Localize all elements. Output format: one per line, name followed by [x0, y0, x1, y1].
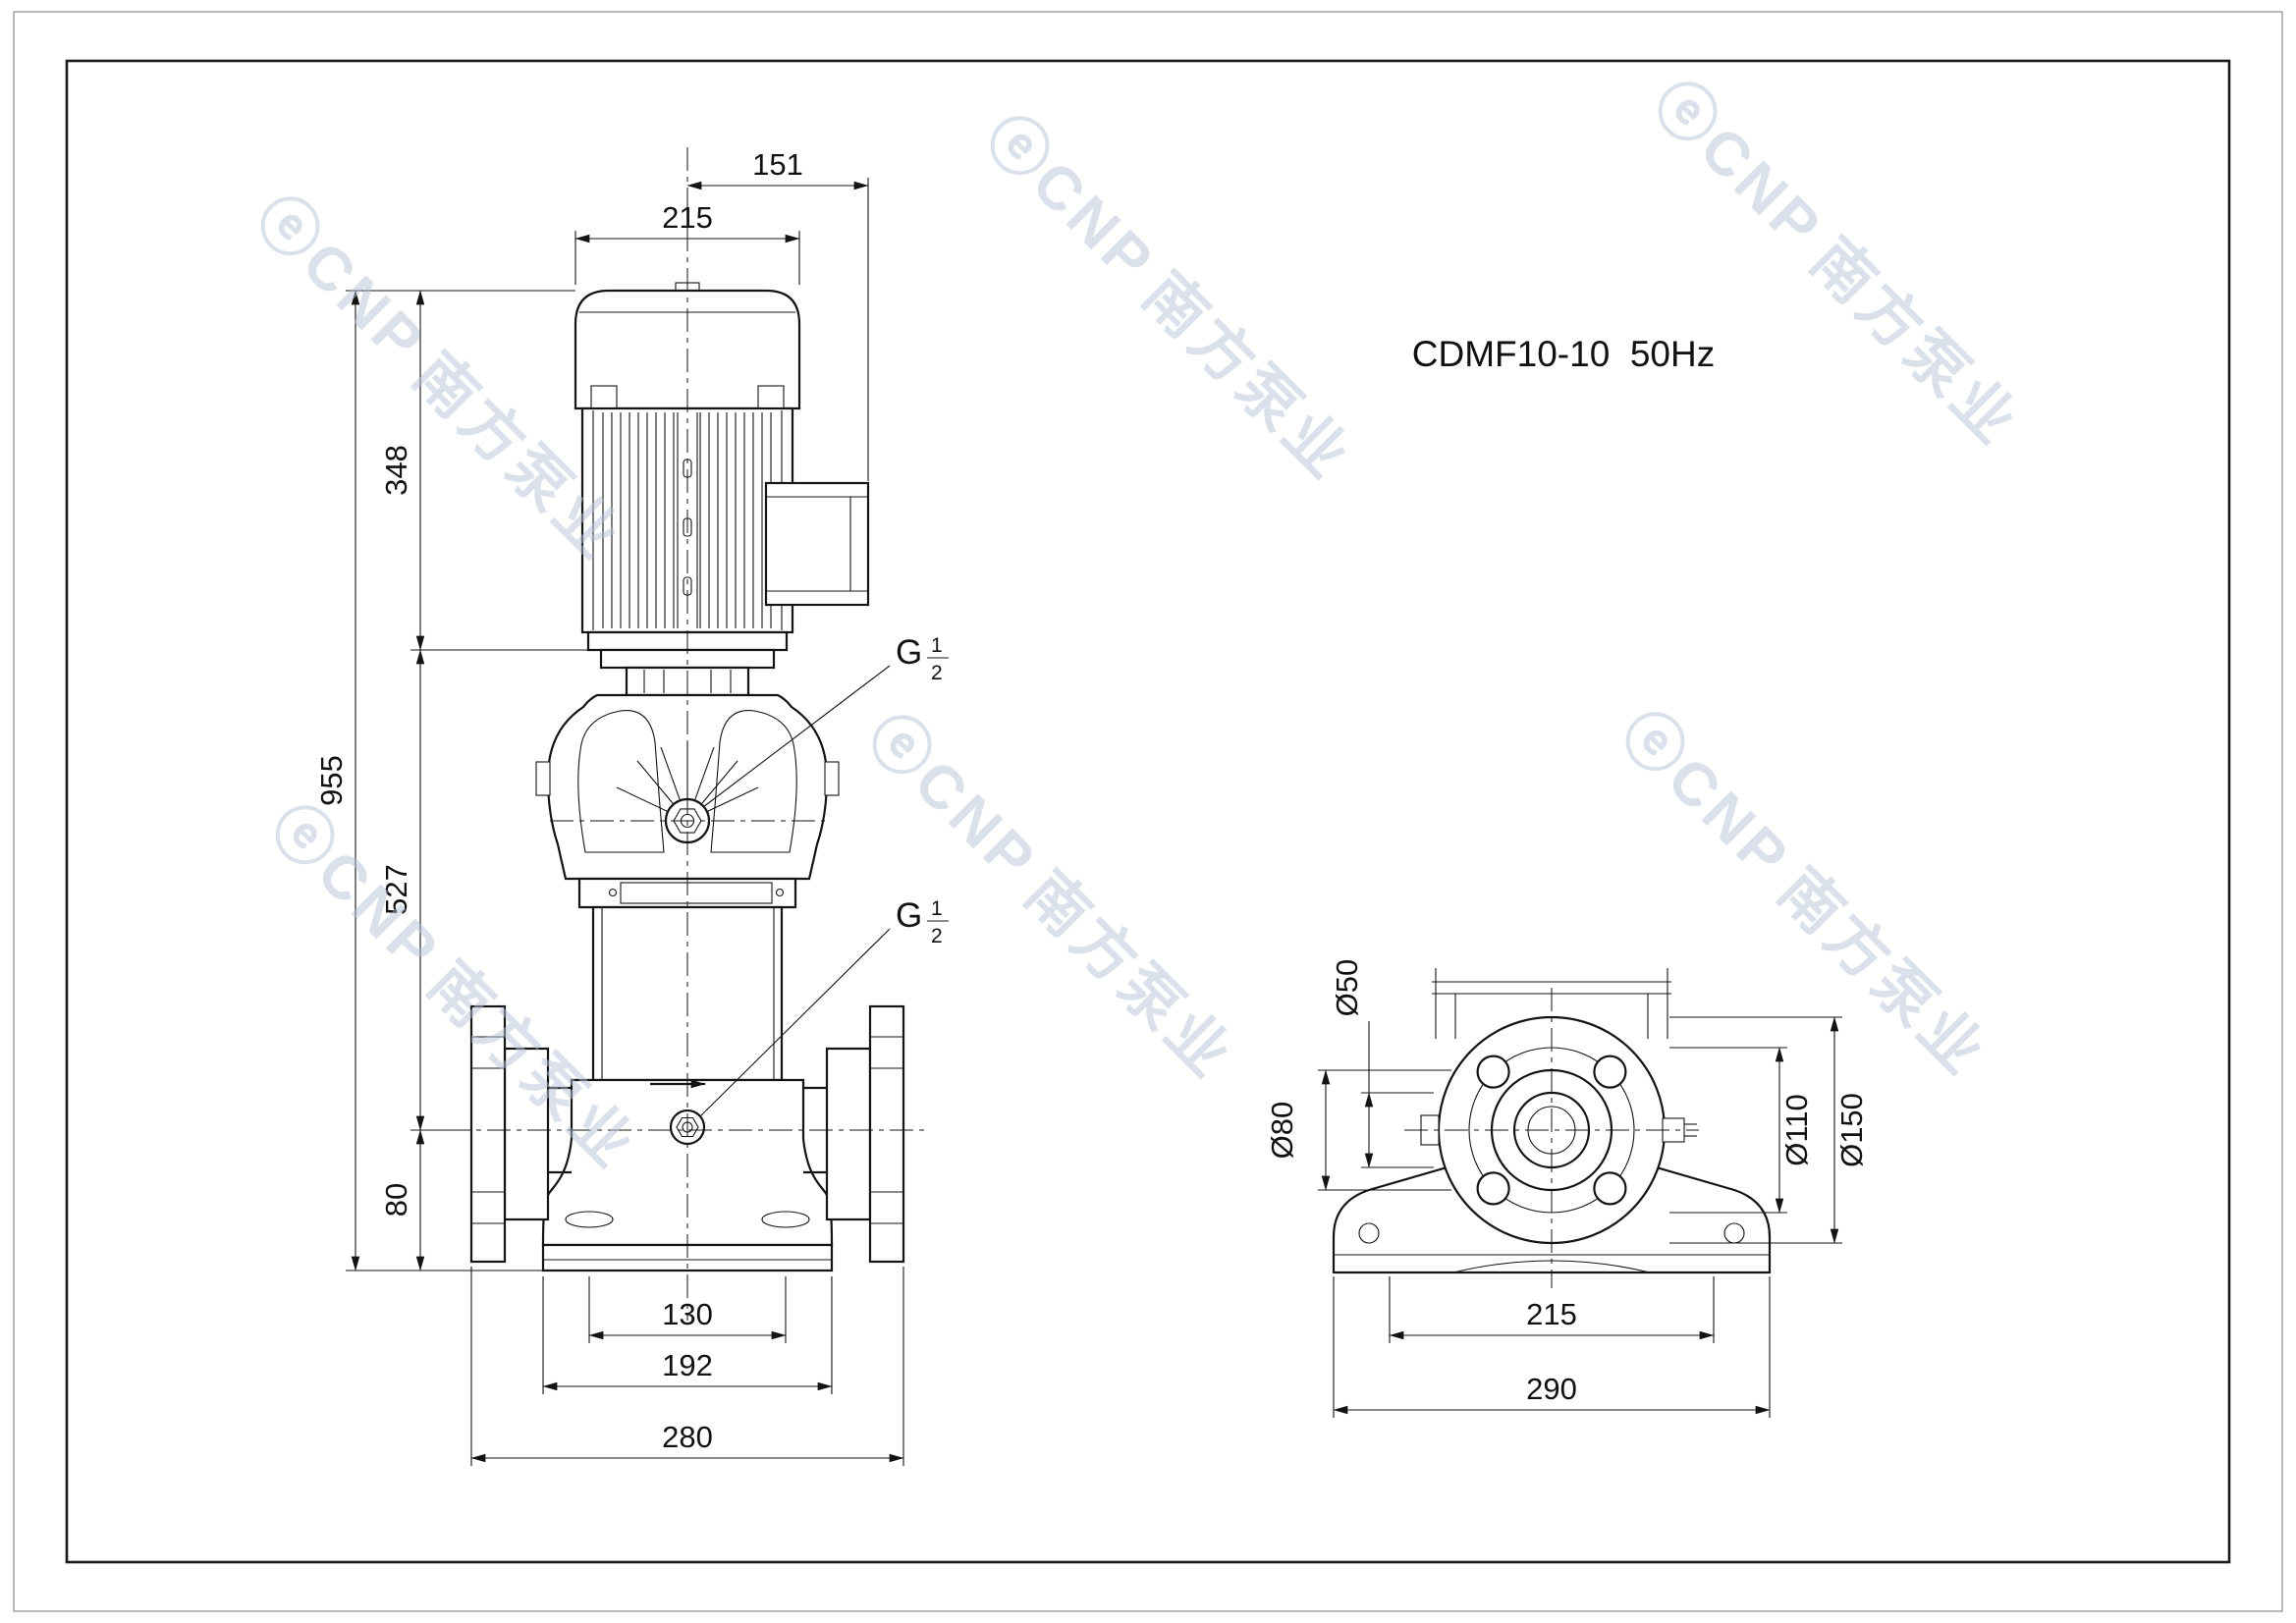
dim-192: 192 — [662, 1348, 713, 1382]
sheet-outer-border — [13, 11, 2283, 1612]
dim-d110: Ø110 — [1779, 1094, 1814, 1166]
port2-den: 2 — [931, 925, 943, 947]
port1-g: G — [896, 633, 922, 672]
port-thread-label-2: G 1 2 — [699, 896, 949, 1117]
port2-num: 1 — [931, 897, 943, 920]
watermark: ⓔCNP南方泵业 — [1640, 68, 2032, 460]
dim-d150-group: Ø150 — [1669, 1016, 1869, 1244]
watermark-cn: 南方泵业 — [1130, 260, 1364, 494]
dim-d80: Ø80 — [1265, 1102, 1299, 1160]
watermarks: ⓔCNP南方泵业 ⓔCNP南方泵业 ⓔCNP南方泵业 ⓔCNP南方泵业 ⓔCNP… — [243, 68, 2032, 1183]
flange-right — [803, 1004, 905, 1264]
dim-d110-group: Ø110 — [1669, 1047, 1814, 1214]
head-lug-right — [824, 761, 840, 796]
flange-bolt-holes — [1476, 1055, 1627, 1206]
top-view: Ø50 Ø80 Ø110 Ø150 215 — [1265, 959, 1869, 1418]
dim-290: 290 — [1526, 1372, 1577, 1406]
dim-d80-group: Ø80 — [1265, 1069, 1451, 1191]
dim-215: 215 — [662, 200, 713, 235]
dim-left-chain: 955 348 527 80 — [314, 290, 601, 1271]
dim-215-group: 215 — [574, 200, 800, 285]
base-slot-left — [565, 1211, 614, 1228]
port-thread-label-1: G 1 2 — [702, 633, 949, 808]
terminal-box — [764, 481, 870, 607]
base-foot-hole-left — [1358, 1222, 1380, 1244]
watermark-brand: ⓔCNP — [1608, 698, 1803, 893]
flange-left — [469, 1004, 572, 1264]
model-title: CDMF10-10 50Hz — [1412, 334, 1715, 374]
watermark-cn: 南方泵业 — [1798, 226, 2032, 460]
port1-num: 1 — [931, 634, 943, 657]
motor-cap-foot-right — [757, 385, 785, 409]
watermark-brand: ⓔCNP — [1640, 68, 1835, 263]
dim-955: 955 — [314, 755, 349, 806]
watermark-cn: 南方泵业 — [1766, 856, 1999, 1090]
nameplate — [620, 882, 773, 904]
watermark-brand: ⓔCNP — [854, 701, 1050, 896]
motor-cap-foot-left — [590, 385, 618, 409]
front-view: 151 215 955 348 527 80 1 — [314, 147, 949, 1466]
dim-527: 527 — [379, 864, 413, 915]
head-window-right — [710, 710, 797, 853]
sheet-inner-border — [65, 59, 2231, 1564]
dim-d150: Ø150 — [1834, 1093, 1869, 1167]
dim-348: 348 — [379, 445, 413, 496]
nameplate-screw-right — [775, 888, 785, 897]
dim-290-group: 290 — [1333, 1276, 1771, 1418]
dim-280: 280 — [662, 1420, 713, 1454]
port1-den: 2 — [931, 662, 943, 684]
port2-g: G — [896, 896, 922, 935]
watermark-cn: 南方泵业 — [1012, 859, 1246, 1093]
dim-80: 80 — [379, 1183, 413, 1217]
base-slot-right — [761, 1211, 810, 1228]
dim-151-group: 151 — [686, 147, 869, 481]
dim-215-plan: 215 — [1526, 1297, 1577, 1331]
dim-215-plan-group: 215 — [1389, 1276, 1715, 1343]
dim-130: 130 — [662, 1297, 713, 1331]
dim-bottom-chain: 130 192 280 — [470, 1267, 904, 1466]
head-window-left — [577, 710, 665, 853]
watermark-brand: ⓔCNP — [972, 102, 1168, 298]
watermark: ⓔCNP南方泵业 — [972, 102, 1364, 494]
head-lug-left — [535, 761, 551, 796]
watermark: ⓔCNP南方泵业 — [1608, 698, 1999, 1090]
nameplate-screw-left — [608, 888, 618, 897]
watermark-brand: ⓔCNP — [243, 183, 438, 378]
dim-d50-group: Ø50 — [1330, 959, 1434, 1168]
dim-151: 151 — [752, 147, 803, 182]
dim-d50: Ø50 — [1330, 959, 1364, 1017]
